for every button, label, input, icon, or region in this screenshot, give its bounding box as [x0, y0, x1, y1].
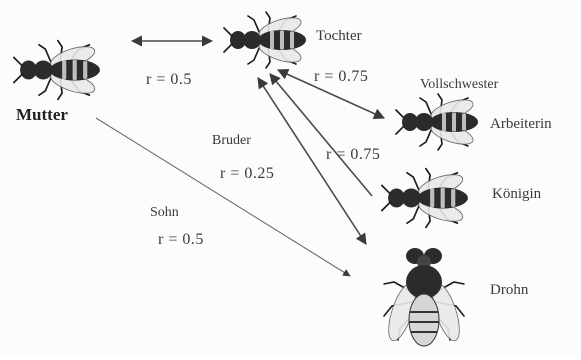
mother-daughter-r: r = 0.5: [146, 71, 192, 88]
arrow-sister-queen: [269, 73, 373, 197]
worker-label: Arbeiterin: [490, 116, 552, 132]
worker-bee-icon: [395, 93, 479, 151]
son-r: r = 0.5: [158, 231, 204, 248]
queen-label: Königin: [492, 186, 542, 202]
daughter-bee-icon: [223, 11, 307, 69]
mother-label: Mutter: [16, 105, 68, 124]
son-label: Sohn: [150, 205, 179, 220]
full-sister-label: Vollschwester: [420, 77, 499, 92]
brother-label: Bruder: [212, 133, 251, 148]
brother-r: r = 0.25: [220, 165, 274, 182]
daughter-label: Tochter: [316, 28, 362, 44]
drone-icon: [382, 247, 466, 347]
arrow-daughter-drone: [257, 77, 367, 245]
arrow-mother-drone: [95, 117, 351, 277]
queen-bee-icon: [380, 167, 469, 229]
mother-bee-icon: [12, 39, 101, 101]
drone-label: Drohn: [490, 282, 529, 298]
daughter-worker-r: r = 0.75: [314, 68, 368, 85]
sister-queen-r: r = 0.75: [326, 146, 380, 163]
